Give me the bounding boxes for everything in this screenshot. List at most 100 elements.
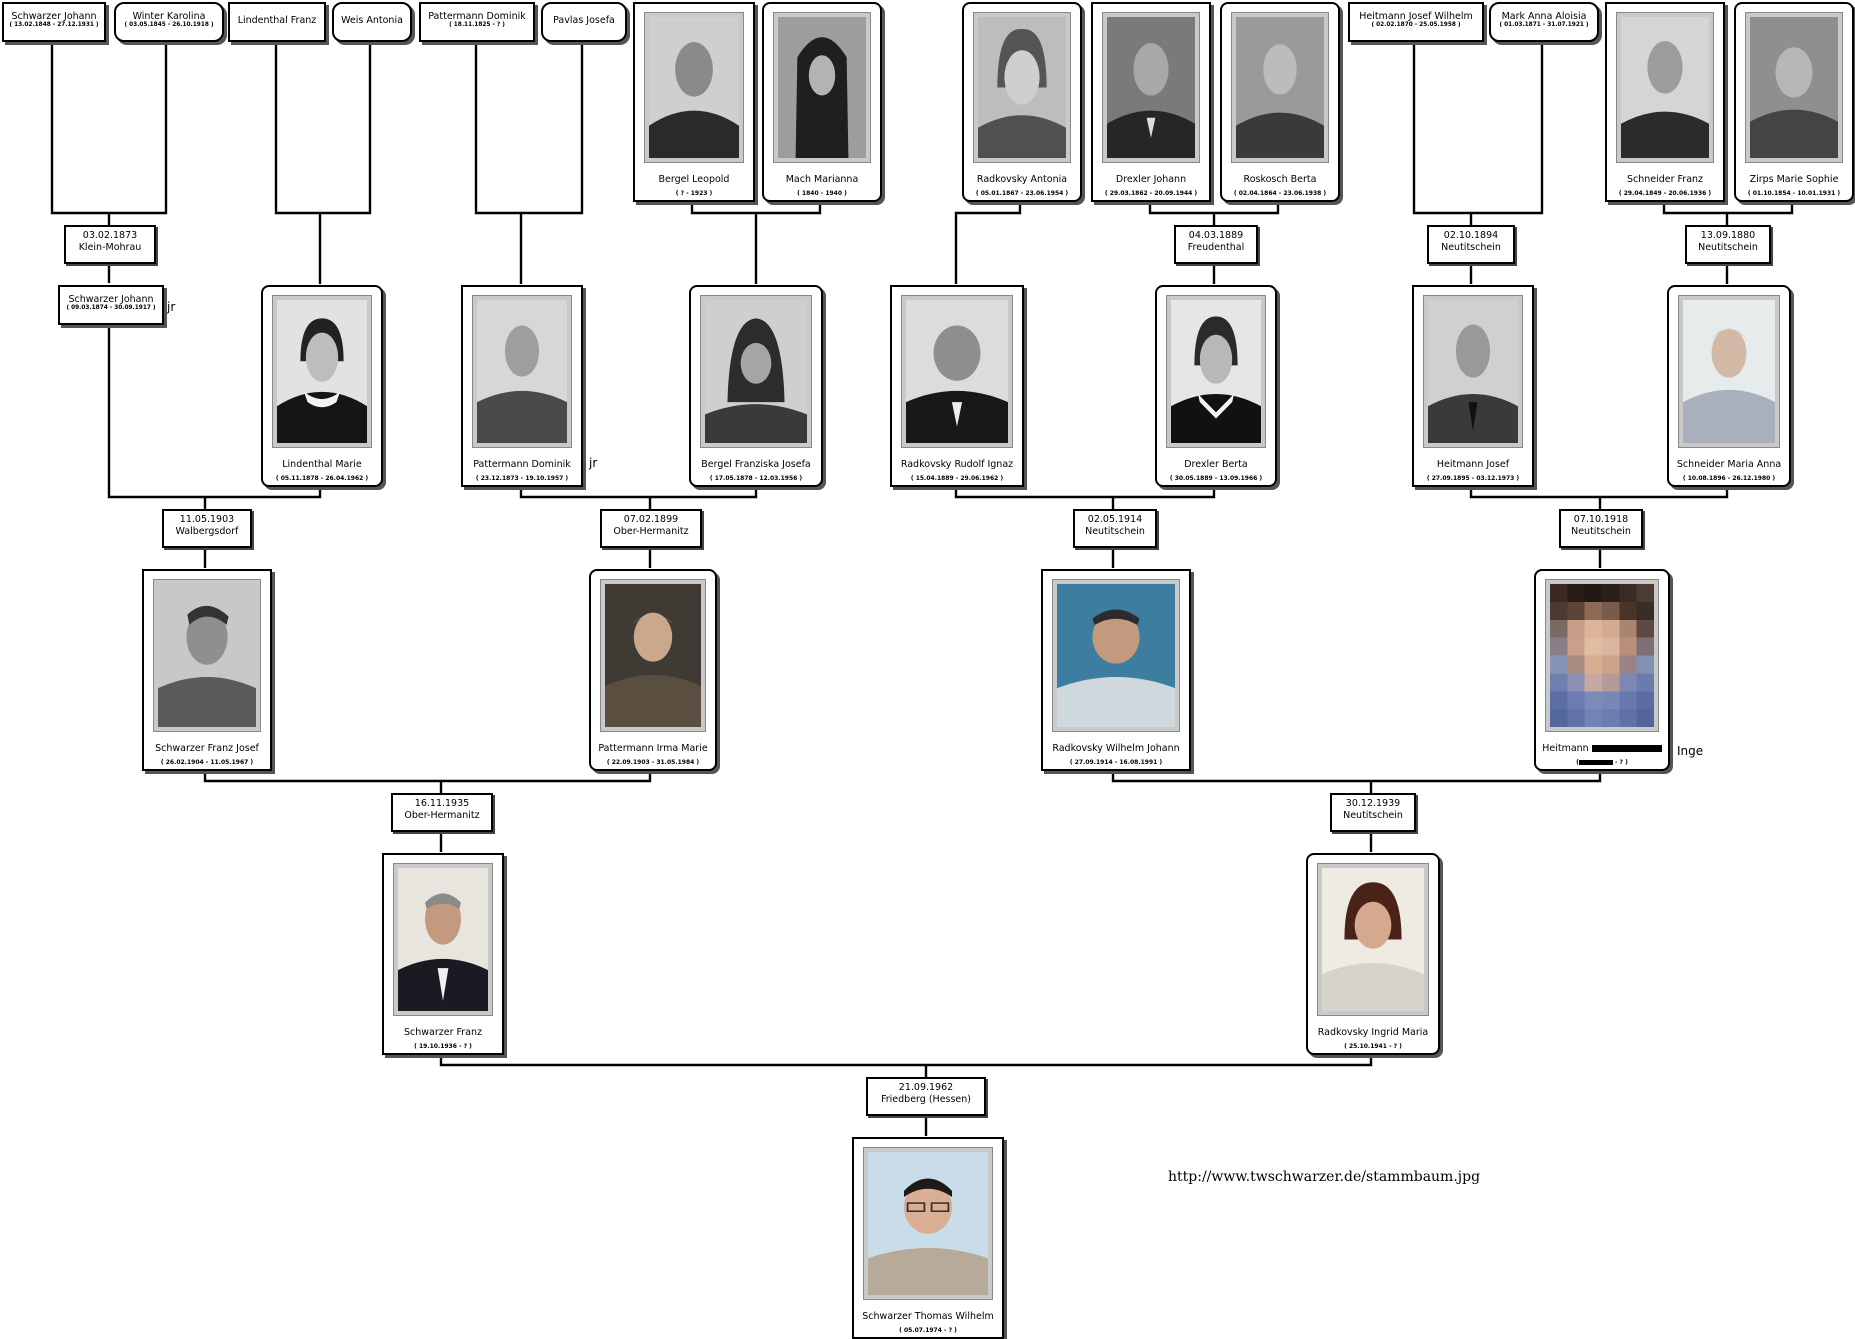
person-card[interactable]: Drexler Berta ( 30.05.1889 - 13.09.1966 … — [1155, 285, 1277, 487]
person-card[interactable]: Schwarzer Franz ( 19.10.1936 - ? ) — [382, 853, 504, 1055]
name-suffix: jr — [167, 300, 176, 314]
person-card[interactable]: Radkovsky Antonia ( 05.01.1867 - 23.06.1… — [962, 2, 1082, 202]
person-box[interactable]: Heitmann Josef Wilhelm ( 02.02.1870 - 25… — [1348, 2, 1484, 42]
marriage-place: Neutitschein — [1571, 526, 1631, 537]
marriage-date: 04.03.1889 — [1188, 230, 1244, 241]
portrait-photo — [1102, 12, 1200, 163]
person-box[interactable]: Schwarzer Johann ( 09.03.1874 - 30.09.19… — [58, 285, 164, 325]
person-card[interactable]: Bergel Franziska Josefa ( 17.05.1878 - 1… — [689, 285, 823, 487]
person-name: Bergel Franziska Josefa — [701, 459, 811, 470]
person-name: Heitmann Josef Wilhelm — [1359, 11, 1473, 22]
marriage-place: Freudenthal — [1187, 242, 1245, 253]
person-card[interactable]: Bergel Leopold ( ? - 1923 ) — [633, 2, 755, 202]
person-card[interactable]: Schneider Franz ( 29.04.1849 - 20.06.193… — [1605, 2, 1725, 202]
person-name: Mach Marianna — [785, 174, 859, 185]
marriage-place: Walbergsdorf — [175, 526, 239, 537]
portrait-photo — [700, 295, 812, 448]
person-box[interactable]: Weis Antonia — [332, 2, 412, 42]
marriage-place: Neutitschein — [1698, 242, 1758, 253]
marriage-box: 16.11.1935 Ober-Hermanitz — [391, 793, 493, 832]
person-dates: ( 29.03.1862 - 20.09.1944 ) — [1104, 190, 1198, 197]
person-name: Heitmann — [1536, 743, 1668, 754]
source-url[interactable]: http://www.twschwarzer.de/stammbaum.jpg — [1168, 1169, 1481, 1185]
portrait-photo — [1678, 295, 1780, 448]
marriage-box: 04.03.1889 Freudenthal — [1174, 225, 1258, 264]
marriage-date: 21.09.1962 — [898, 1082, 954, 1093]
person-card[interactable]: Pattermann Dominik ( 23.12.1873 - 19.10.… — [461, 285, 583, 487]
person-name: Radkovsky Rudolf Ignaz — [900, 459, 1014, 470]
person-dates-text: - ? ) — [1612, 759, 1628, 766]
person-card[interactable]: Schwarzer Thomas Wilhelm ( 05.07.1974 - … — [852, 1137, 1004, 1339]
portrait-photo-pixelated — [1545, 579, 1659, 732]
redaction-bar — [1578, 760, 1613, 765]
person-card[interactable]: Heitmann Josef ( 27.09.1895 - 03.12.1973… — [1412, 285, 1534, 487]
person-card[interactable]: Radkovsky Wilhelm Johann ( 27.09.1914 - … — [1041, 569, 1191, 771]
person-name: Winter Karolina — [132, 11, 206, 22]
person-box[interactable]: Winter Karolina ( 03.05.1845 - 26.10.191… — [114, 2, 224, 42]
person-name: Pattermann Dominik — [428, 11, 526, 22]
person-dates: ( 02.02.1870 - 25.05.1958 ) — [1371, 22, 1461, 28]
portrait-photo — [863, 1147, 993, 1300]
person-dates: ( 26.02.1904 - 11.05.1967 ) — [160, 759, 254, 766]
person-box[interactable]: Mark Anna Aloisia ( 01.03.1871 - 31.07.1… — [1489, 2, 1599, 42]
person-dates: ( 22.09.1903 - 31.05.1984 ) — [606, 759, 700, 766]
marriage-place: Neutitschein — [1085, 526, 1145, 537]
portrait-photo — [272, 295, 372, 448]
person-name: Pavlas Josefa — [553, 15, 615, 26]
person-name: Lindenthal Marie — [282, 459, 362, 470]
person-name-text: Heitmann — [1542, 743, 1589, 754]
marriage-date: 02.05.1914 — [1087, 514, 1143, 525]
person-dates: ( 09.03.1874 - 30.09.1917 ) — [66, 305, 156, 311]
person-card[interactable]: Schneider Maria Anna ( 10.08.1896 - 26.1… — [1667, 285, 1791, 487]
person-dates: ( 01.10.1854 - 10.01.1931 ) — [1747, 190, 1841, 197]
person-dates: ( 23.12.1873 - 19.10.1957 ) — [475, 475, 569, 482]
marriage-date: 07.10.1918 — [1573, 514, 1629, 525]
person-dates: ( 30.05.1889 - 13.09.1966 ) — [1169, 475, 1263, 482]
marriage-box: 02.10.1894 Neutitschein — [1427, 225, 1515, 264]
person-card[interactable]: Roskosch Berta ( 02.04.1864 - 23.06.1938… — [1220, 2, 1340, 202]
person-dates: ( 10.08.1896 - 26.12.1980 ) — [1682, 475, 1776, 482]
portrait-photo — [1231, 12, 1329, 163]
person-name: Weis Antonia — [341, 15, 403, 26]
portrait-photo — [1052, 579, 1180, 732]
person-dates: ( 03.05.1845 - 26.10.1918 ) — [124, 22, 214, 28]
person-card[interactable]: Mach Marianna ( 1840 - 1940 ) — [762, 2, 882, 202]
name-suffix: jr — [589, 456, 598, 470]
person-card[interactable]: Heitmann ( - ? ) — [1534, 569, 1670, 771]
person-name: Lindenthal Franz — [237, 15, 317, 26]
person-dates: ( 15.04.1889 - 29.06.1962 ) — [910, 475, 1004, 482]
person-card[interactable]: Pattermann Irma Marie ( 22.09.1903 - 31.… — [589, 569, 717, 771]
person-box[interactable]: Pattermann Dominik ( 18.11.1825 - ? ) — [419, 2, 535, 42]
portrait-photo — [1166, 295, 1266, 448]
person-card[interactable]: Schwarzer Franz Josef ( 26.02.1904 - 11.… — [142, 569, 272, 771]
person-box[interactable]: Schwarzer Johann ( 13.02.1848 - 27.12.19… — [2, 2, 106, 42]
person-box[interactable]: Pavlas Josefa — [541, 2, 627, 42]
portrait-photo — [773, 12, 871, 163]
person-card[interactable]: Drexler Johann ( 29.03.1862 - 20.09.1944… — [1091, 2, 1211, 202]
portrait-photo — [1423, 295, 1523, 448]
marriage-box: 07.10.1918 Neutitschein — [1559, 509, 1643, 548]
person-name: Pattermann Dominik — [473, 459, 571, 470]
marriage-date: 11.05.1903 — [179, 514, 235, 525]
person-name: Roskosch Berta — [1243, 174, 1317, 185]
person-card[interactable]: Radkovsky Rudolf Ignaz ( 15.04.1889 - 29… — [890, 285, 1024, 487]
person-card[interactable]: Lindenthal Marie ( 05.11.1878 - 26.04.19… — [261, 285, 383, 487]
marriage-box: 02.05.1914 Neutitschein — [1073, 509, 1157, 548]
person-name: Radkovsky Ingrid Maria — [1317, 1027, 1429, 1038]
person-dates: ( 05.01.1867 - 23.06.1954 ) — [975, 190, 1069, 197]
person-name: Drexler Berta — [1184, 459, 1248, 470]
marriage-place: Friedberg (Hessen) — [880, 1094, 972, 1105]
portrait-photo — [600, 579, 706, 732]
person-card[interactable]: Zirps Marie Sophie ( 01.10.1854 - 10.01.… — [1734, 2, 1854, 202]
marriage-place: Neutitschein — [1441, 242, 1501, 253]
marriage-date: 16.11.1935 — [414, 798, 470, 809]
person-box[interactable]: Lindenthal Franz — [228, 2, 326, 42]
person-name: Mark Anna Aloisia — [1501, 11, 1587, 22]
portrait-photo — [1745, 12, 1843, 163]
marriage-box: 03.02.1873 Klein-Mohrau — [64, 225, 156, 264]
portrait-photo — [901, 295, 1013, 448]
person-name: Bergel Leopold — [658, 174, 730, 185]
person-dates: ( 01.03.1871 - 31.07.1921 ) — [1499, 22, 1589, 28]
person-card[interactable]: Radkovsky Ingrid Maria ( 25.10.1941 - ? … — [1306, 853, 1440, 1055]
